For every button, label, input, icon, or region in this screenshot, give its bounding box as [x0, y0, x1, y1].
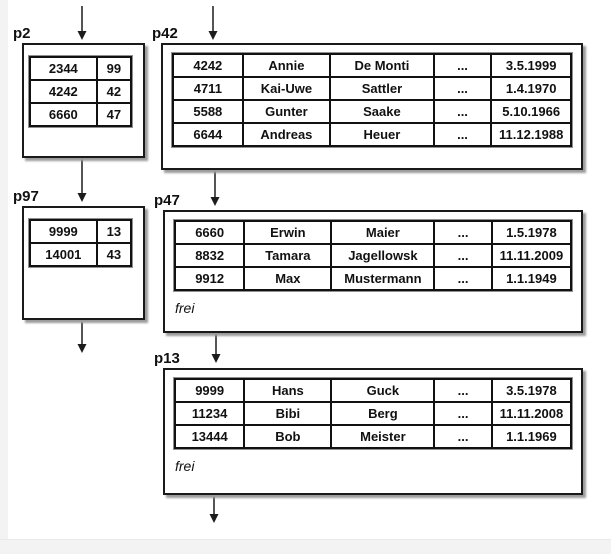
table-row: 13444 Bob Meister ... 1.1.1969	[173, 424, 573, 449]
cell-pageref: 99	[95, 56, 133, 81]
cell-key: 14001	[29, 242, 98, 267]
table-row: 9999 13	[29, 219, 133, 244]
cell-firstname: Gunter	[241, 99, 332, 124]
cell-id: 5588	[172, 99, 244, 124]
cell-firstname: Annie	[241, 53, 332, 78]
cell-key: 4242	[29, 79, 98, 104]
cell-id: 6660	[173, 220, 246, 245]
cell-birthdate: 3.5.1999	[490, 53, 572, 78]
cell-ellipsis: ...	[432, 122, 493, 147]
free-space-label: frei	[175, 300, 195, 316]
cell-id: 11234	[173, 401, 246, 426]
cell-lastname: Mustermann	[330, 266, 436, 291]
cell-id: 4242	[172, 53, 244, 78]
cell-key: 9999	[29, 219, 98, 244]
cell-firstname: Andreas	[241, 122, 332, 147]
cell-ellipsis: ...	[433, 243, 493, 268]
cell-id: 4711	[172, 76, 244, 101]
page-label-p42: p42	[152, 25, 178, 42]
cell-birthdate: 1.5.1978	[490, 220, 573, 245]
data-table-frame: 4242 Annie De Monti ... 3.5.1999 4711 Ka…	[171, 52, 573, 148]
cell-id: 6644	[172, 122, 244, 147]
cell-pageref: 47	[95, 102, 133, 127]
table-row: 6660 47	[29, 102, 133, 127]
data-table-p13: 9999 Hans Guck ... 3.5.1978 11234 Bibi B…	[173, 378, 573, 449]
cell-lastname: De Monti	[329, 53, 435, 78]
cell-birthdate: 11.12.1988	[490, 122, 572, 147]
page-label-p2: p2	[13, 25, 31, 42]
cell-ellipsis: ...	[433, 266, 493, 291]
cell-firstname: Kai-Uwe	[241, 76, 332, 101]
cell-ellipsis: ...	[432, 76, 493, 101]
free-space-label: frei	[175, 458, 195, 474]
page-node-p42: p42 4242 Annie De Monti ... 3.5.1999	[152, 25, 583, 170]
index-table-p2: 2344 99 4242 42 6660 47	[29, 56, 133, 127]
cell-firstname: Max	[243, 266, 333, 291]
cell-pageref: 43	[95, 242, 133, 267]
page-node-p97: p97 9999 13 14001 43	[13, 188, 145, 320]
table-row: 4242 Annie De Monti ... 3.5.1999	[172, 53, 572, 78]
cell-pageref: 13	[95, 219, 133, 244]
table-row: 8832 Tamara Jagellowsk ... 11.11.2009	[173, 243, 573, 268]
cell-lastname: Berg	[330, 401, 436, 426]
cell-lastname: Guck	[330, 378, 436, 403]
cell-pageref: 42	[95, 79, 133, 104]
cell-key: 6660	[29, 102, 98, 127]
page-edge-bottom	[0, 539, 611, 554]
table-row: 6644 Andreas Heuer ... 11.12.1988	[172, 122, 572, 147]
table-row: 9999 Hans Guck ... 3.5.1978	[173, 378, 573, 403]
cell-id: 8832	[173, 243, 246, 268]
page-node-p47: p47 6660 Erwin Maier ... 1.5.1978	[154, 192, 583, 333]
data-table-frame: 9999 Hans Guck ... 3.5.1978 11234 Bibi B…	[173, 377, 573, 450]
index-table-frame: 9999 13 14001 43	[28, 218, 133, 268]
cell-birthdate: 1.1.1969	[490, 424, 573, 449]
table-row: 4711 Kai-Uwe Sattler ... 1.4.1970	[172, 76, 572, 101]
cell-lastname: Heuer	[329, 122, 435, 147]
cell-birthdate: 11.11.2009	[490, 243, 573, 268]
cell-firstname: Bob	[243, 424, 333, 449]
cell-ellipsis: ...	[432, 53, 493, 78]
cell-id: 9999	[173, 378, 246, 403]
page-node-p13: p13 9999 Hans Guck ... 3.5.1978 11	[154, 350, 583, 495]
cell-ellipsis: ...	[433, 220, 493, 245]
cell-id: 9912	[173, 266, 246, 291]
cell-ellipsis: ...	[433, 378, 493, 403]
cell-key: 2344	[29, 56, 98, 81]
cell-id: 13444	[173, 424, 246, 449]
cell-firstname: Erwin	[243, 220, 333, 245]
page-label-p13: p13	[154, 350, 180, 367]
cell-firstname: Hans	[243, 378, 333, 403]
table-row: 4242 42	[29, 79, 133, 104]
index-table-p97: 9999 13 14001 43	[29, 219, 133, 267]
cell-lastname: Sattler	[329, 76, 435, 101]
cell-birthdate: 1.1.1949	[490, 266, 573, 291]
table-row: 11234 Bibi Berg ... 11.11.2008	[173, 401, 573, 426]
table-row: 6660 Erwin Maier ... 1.5.1978	[173, 220, 573, 245]
cell-lastname: Jagellowsk	[330, 243, 436, 268]
cell-firstname: Tamara	[243, 243, 333, 268]
cell-ellipsis: ...	[432, 99, 493, 124]
index-table-frame: 2344 99 4242 42 6660 47	[28, 55, 133, 128]
cell-lastname: Meister	[330, 424, 436, 449]
cell-lastname: Saake	[329, 99, 435, 124]
page-label-p97: p97	[13, 188, 39, 205]
table-row: 9912 Max Mustermann ... 1.1.1949	[173, 266, 573, 291]
table-row: 5588 Gunter Saake ... 5.10.1966	[172, 99, 572, 124]
table-row: 2344 99	[29, 56, 133, 81]
cell-birthdate: 11.11.2008	[490, 401, 573, 426]
data-table-p47: 6660 Erwin Maier ... 1.5.1978 8832 Tamar…	[173, 220, 573, 291]
page-edge-left	[0, 0, 8, 554]
cell-firstname: Bibi	[243, 401, 333, 426]
cell-ellipsis: ...	[433, 424, 493, 449]
cell-lastname: Maier	[330, 220, 436, 245]
cell-birthdate: 1.4.1970	[490, 76, 572, 101]
data-table-p42: 4242 Annie De Monti ... 3.5.1999 4711 Ka…	[172, 53, 572, 147]
data-table-frame: 6660 Erwin Maier ... 1.5.1978 8832 Tamar…	[173, 219, 573, 292]
cell-ellipsis: ...	[433, 401, 493, 426]
page-node-p2: p2 2344 99 4242 42 6660 47	[13, 25, 145, 158]
page-label-p47: p47	[154, 192, 180, 209]
table-row: 14001 43	[29, 242, 133, 267]
cell-birthdate: 3.5.1978	[490, 378, 573, 403]
cell-birthdate: 5.10.1966	[490, 99, 572, 124]
